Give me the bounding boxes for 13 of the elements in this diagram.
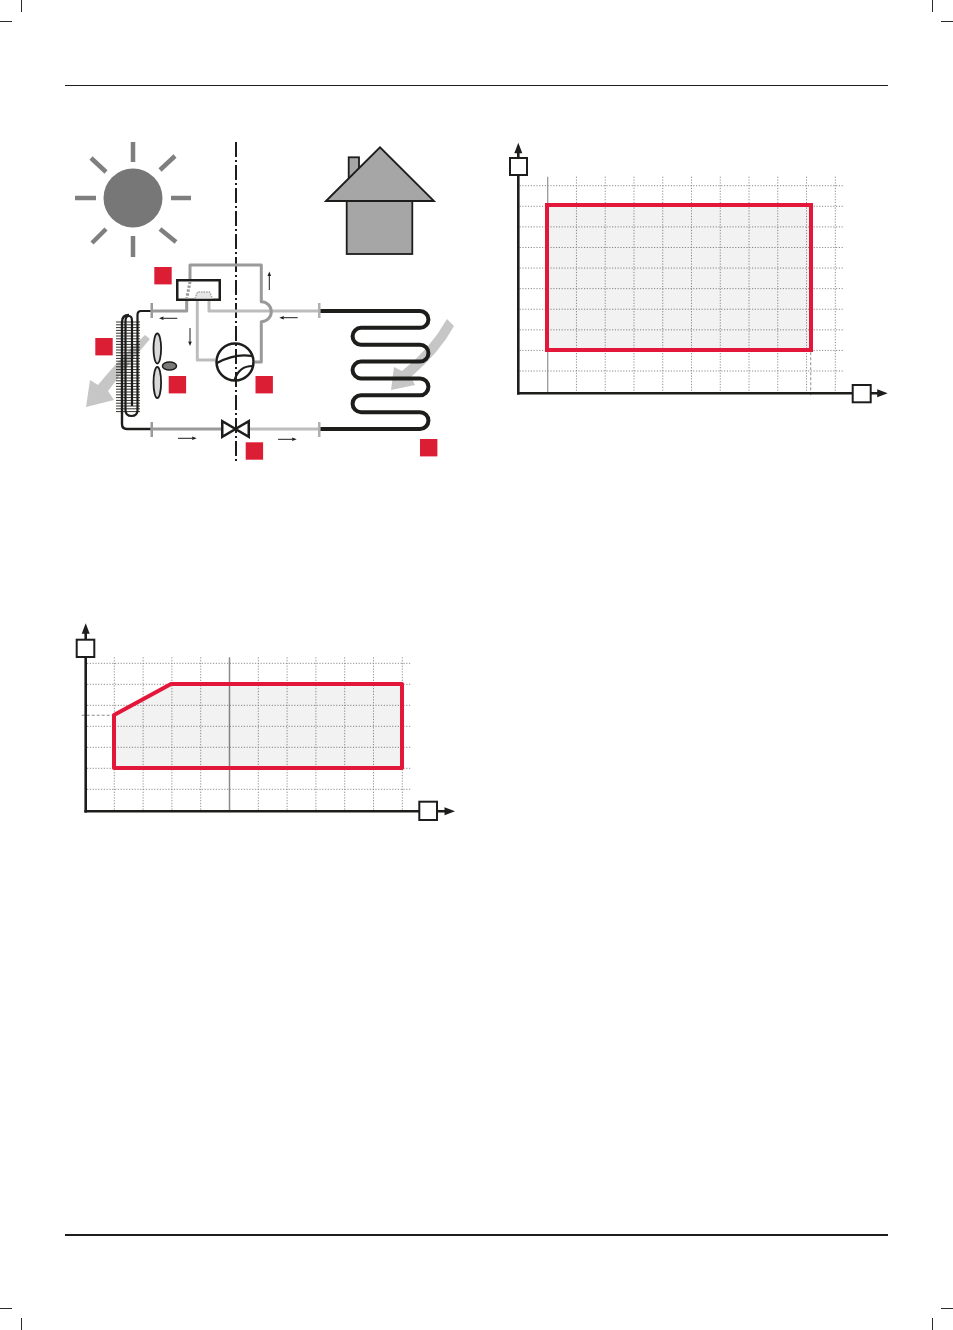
- expansion-valve: [221, 420, 250, 438]
- pipe: [153, 301, 189, 313]
- operating-envelope: [544, 203, 813, 353]
- serpentine-coil: [318, 302, 431, 438]
- pipe: [188, 263, 273, 364]
- finned-coil: [115, 302, 153, 438]
- pipe: [195, 301, 215, 362]
- pipe: [153, 427, 221, 431]
- pipe: [250, 427, 318, 431]
- four-way-valve: [176, 279, 221, 301]
- compressor-symbol: [215, 342, 255, 382]
- operating-envelope: [112, 682, 405, 771]
- pipe: [207, 301, 318, 313]
